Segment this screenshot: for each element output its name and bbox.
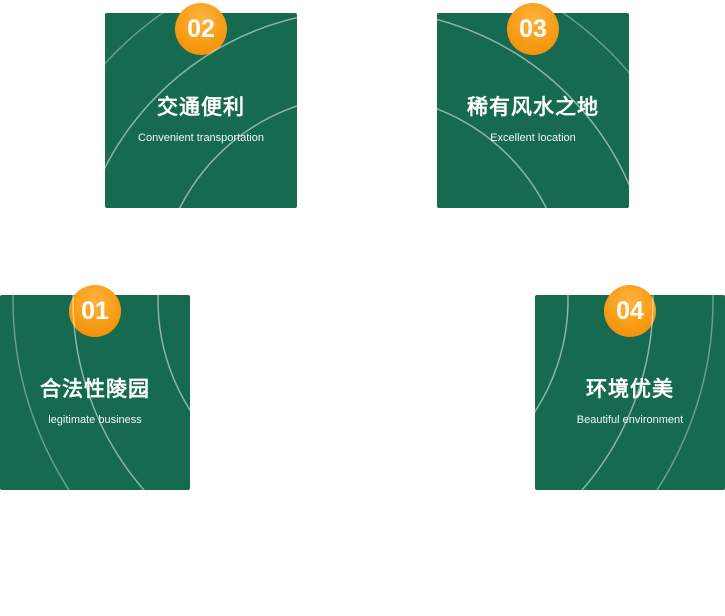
number-badge-01: 01 — [69, 285, 121, 337]
number-badge-03: 03 — [507, 3, 559, 55]
card-title: 环境优美 — [586, 378, 674, 401]
badge-number-text: 03 — [519, 14, 547, 43]
card-title: 交通便利 — [157, 96, 245, 119]
card-subtitle: Excellent location — [490, 132, 576, 145]
badge-number-text: 02 — [187, 14, 215, 43]
advantage-card-01: 01 合法性陵园 legitimate business — [0, 285, 190, 490]
card-subtitle: Convenient transportation — [138, 132, 264, 145]
card-title: 稀有风水之地 — [467, 96, 599, 119]
card-subtitle: Beautiful environment — [576, 414, 684, 427]
advantage-card-04: 04 环境优美 Beautiful environment — [535, 285, 725, 490]
advantage-card-02: 02 交通便利 Convenient transportation — [105, 3, 297, 208]
card-title: 合法性陵园 — [40, 378, 150, 401]
badge-number-text: 04 — [616, 296, 644, 325]
number-badge-02: 02 — [175, 3, 227, 55]
card-subtitle: legitimate business — [48, 414, 142, 427]
advantage-card-03: 03 稀有风水之地 Excellent location — [437, 3, 629, 208]
badge-number-text: 01 — [81, 296, 109, 325]
number-badge-04: 04 — [604, 285, 656, 337]
